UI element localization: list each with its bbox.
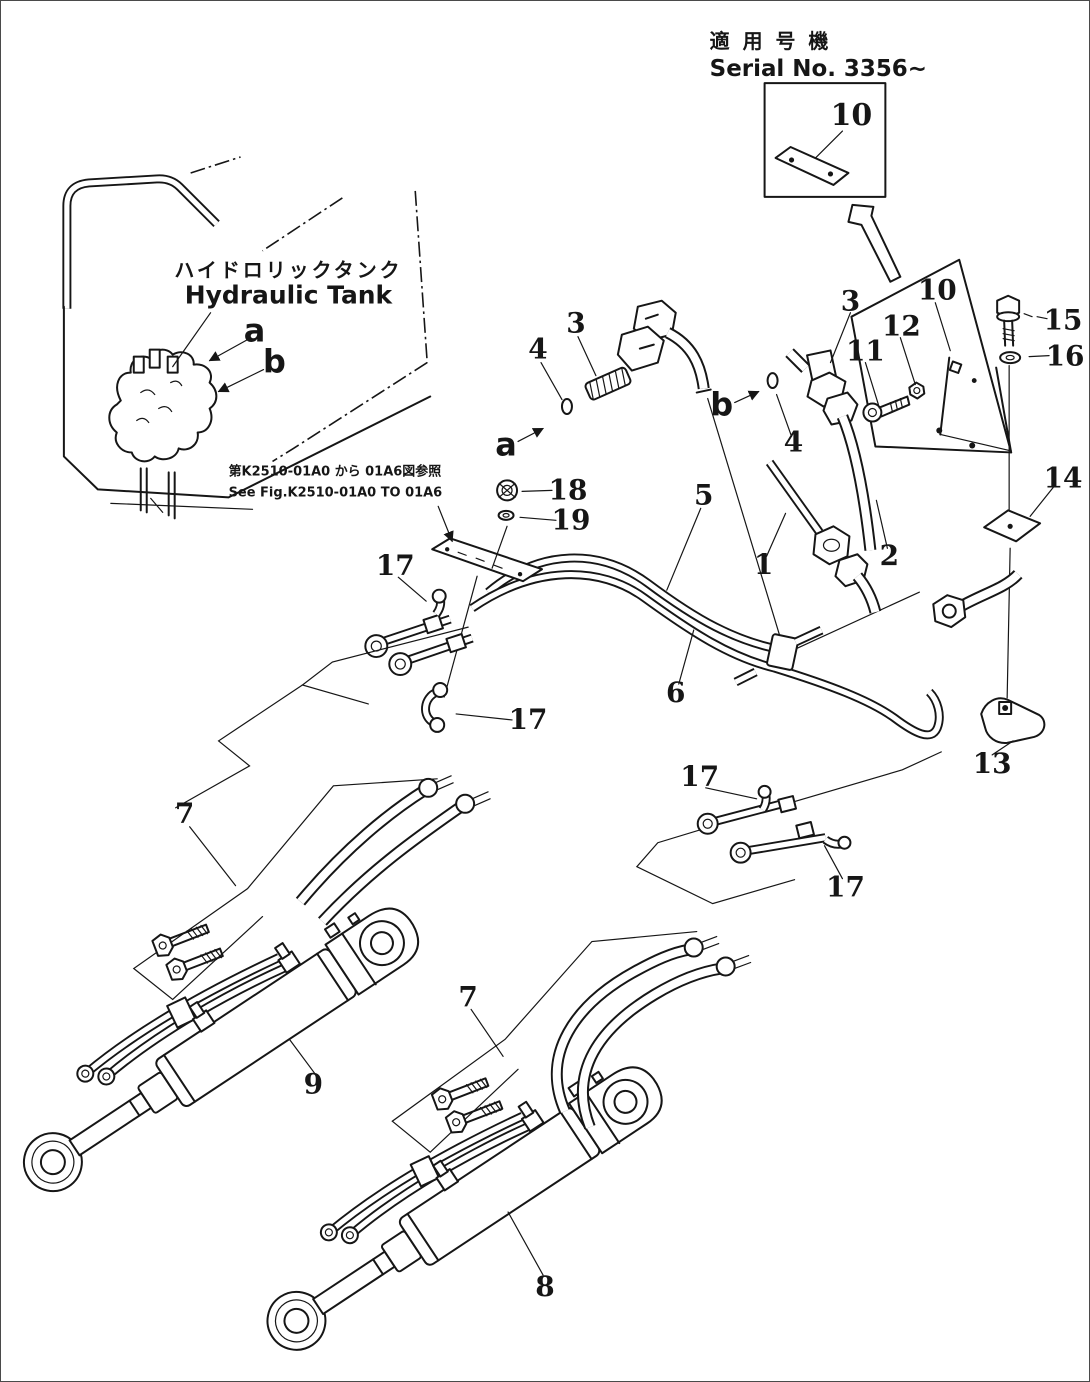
- callout-14: 14: [1044, 461, 1083, 494]
- bolt-11: [862, 395, 911, 423]
- right-clamp-cluster: [635, 751, 942, 905]
- view-b-label: b: [263, 343, 286, 381]
- callout-a2: a: [495, 425, 517, 463]
- detail-fittings-top: [517, 299, 784, 646]
- washer-19: [497, 509, 515, 521]
- plate-10-detail: [774, 146, 850, 186]
- callout-7a: 7: [175, 797, 194, 830]
- leader-lines: [189, 302, 1055, 1276]
- callout-3b: 3: [841, 285, 860, 318]
- callout-5: 5: [694, 478, 713, 511]
- callout-17d: 17: [826, 871, 865, 904]
- callout-6: 6: [666, 676, 685, 709]
- callout-4a: 4: [528, 333, 547, 366]
- serial-number: Serial No. 3356~: [710, 56, 927, 82]
- elbow-fitting-3-installed: [766, 348, 859, 426]
- serial-applicability: 適 用 号 機 Serial No. 3356~ 10: [710, 29, 927, 283]
- view-a-label: a: [244, 312, 266, 350]
- hose-pair-right: [696, 784, 852, 864]
- hose-pair-left: [364, 588, 474, 677]
- callout-10b: 10: [918, 274, 957, 307]
- elbow-17-right-upper: [757, 784, 772, 813]
- bracket-assembly: [766, 258, 1013, 551]
- elbow-hose-fitting: [616, 299, 712, 394]
- reference-en: See Fig.K2510-01A0 TO 01A6: [229, 485, 443, 500]
- callout-12: 12: [882, 310, 921, 343]
- callout-11: 11: [846, 335, 885, 368]
- reference-jp: 第K2510-01A0 から 01A6図参照: [229, 463, 442, 479]
- callout-8: 8: [535, 1270, 554, 1303]
- bolt-15: [996, 294, 1021, 347]
- nut-12: [908, 381, 926, 400]
- serial-detail-box: [763, 82, 887, 198]
- right-hardware: [932, 294, 1046, 744]
- callout-13: 13: [973, 747, 1012, 780]
- o-ring-4a: [560, 398, 573, 416]
- callout-9: 9: [304, 1067, 323, 1100]
- left-clamp-cluster: [364, 479, 544, 733]
- applicable-serial-jp: 適 用 号 機: [710, 29, 832, 53]
- control-valve: [108, 348, 218, 520]
- tube-1-assembly: [765, 459, 882, 614]
- callout-19: 19: [552, 503, 591, 536]
- cylinder-8: [235, 935, 752, 1362]
- callout-b2: b: [710, 386, 733, 424]
- callout-10-box: 10: [831, 98, 873, 133]
- callout-16: 16: [1046, 340, 1085, 373]
- tank-caption-jp: ハイドロリックタンク: [174, 258, 402, 282]
- hose-end-nut: [932, 569, 1023, 629]
- callout-1: 1: [754, 548, 773, 581]
- cyl9-bolt-a: [150, 917, 213, 960]
- nut-18: [496, 479, 519, 502]
- callout-2: 2: [880, 539, 899, 572]
- clamp-plate: [431, 537, 544, 583]
- clamp-13: [980, 697, 1046, 744]
- nipple-3: [584, 366, 632, 401]
- elbow-17-right-lower: [822, 835, 852, 850]
- tubes-5-6: [469, 553, 944, 740]
- callout-17b: 17: [509, 703, 548, 736]
- mounting-axis: [1006, 364, 1011, 699]
- callout-17c: 17: [680, 760, 719, 793]
- u-fitting-17: [421, 682, 449, 733]
- deck-outlines: [132, 626, 698, 1153]
- plate-14: [983, 509, 1042, 543]
- hydraulic-tank-assembly: a b ハイドロリックタンク Hydraulic Tank: [62, 156, 432, 520]
- tube-junction-block: [733, 626, 824, 687]
- callout-17a: 17: [376, 549, 415, 582]
- direction-arrow: [847, 203, 902, 283]
- view-b-arrow: [217, 368, 265, 393]
- cylinder-9: [1, 775, 491, 1203]
- callout-3a: 3: [566, 307, 585, 340]
- callout-18: 18: [549, 473, 588, 506]
- cyl8-bolt-a: [429, 1070, 492, 1114]
- tank-caption-en: Hydraulic Tank: [185, 281, 394, 310]
- washer-16: [999, 351, 1022, 365]
- callout-15: 15: [1044, 304, 1083, 337]
- cyl9-bolt-b: [164, 941, 227, 984]
- callout-7b: 7: [458, 980, 477, 1013]
- callout-4b: 4: [784, 425, 803, 458]
- o-ring-4-installed: [766, 372, 779, 390]
- callouts: 3 4 a b 4 3 11 12 10 15 16 14 18 19 17 1…: [175, 274, 1085, 1303]
- view-a-arrow: [208, 339, 249, 362]
- elbow-17-upper: [431, 588, 447, 617]
- reference-note: 第K2510-01A0 から 01A6図参照 See Fig.K2510-01A…: [229, 463, 443, 500]
